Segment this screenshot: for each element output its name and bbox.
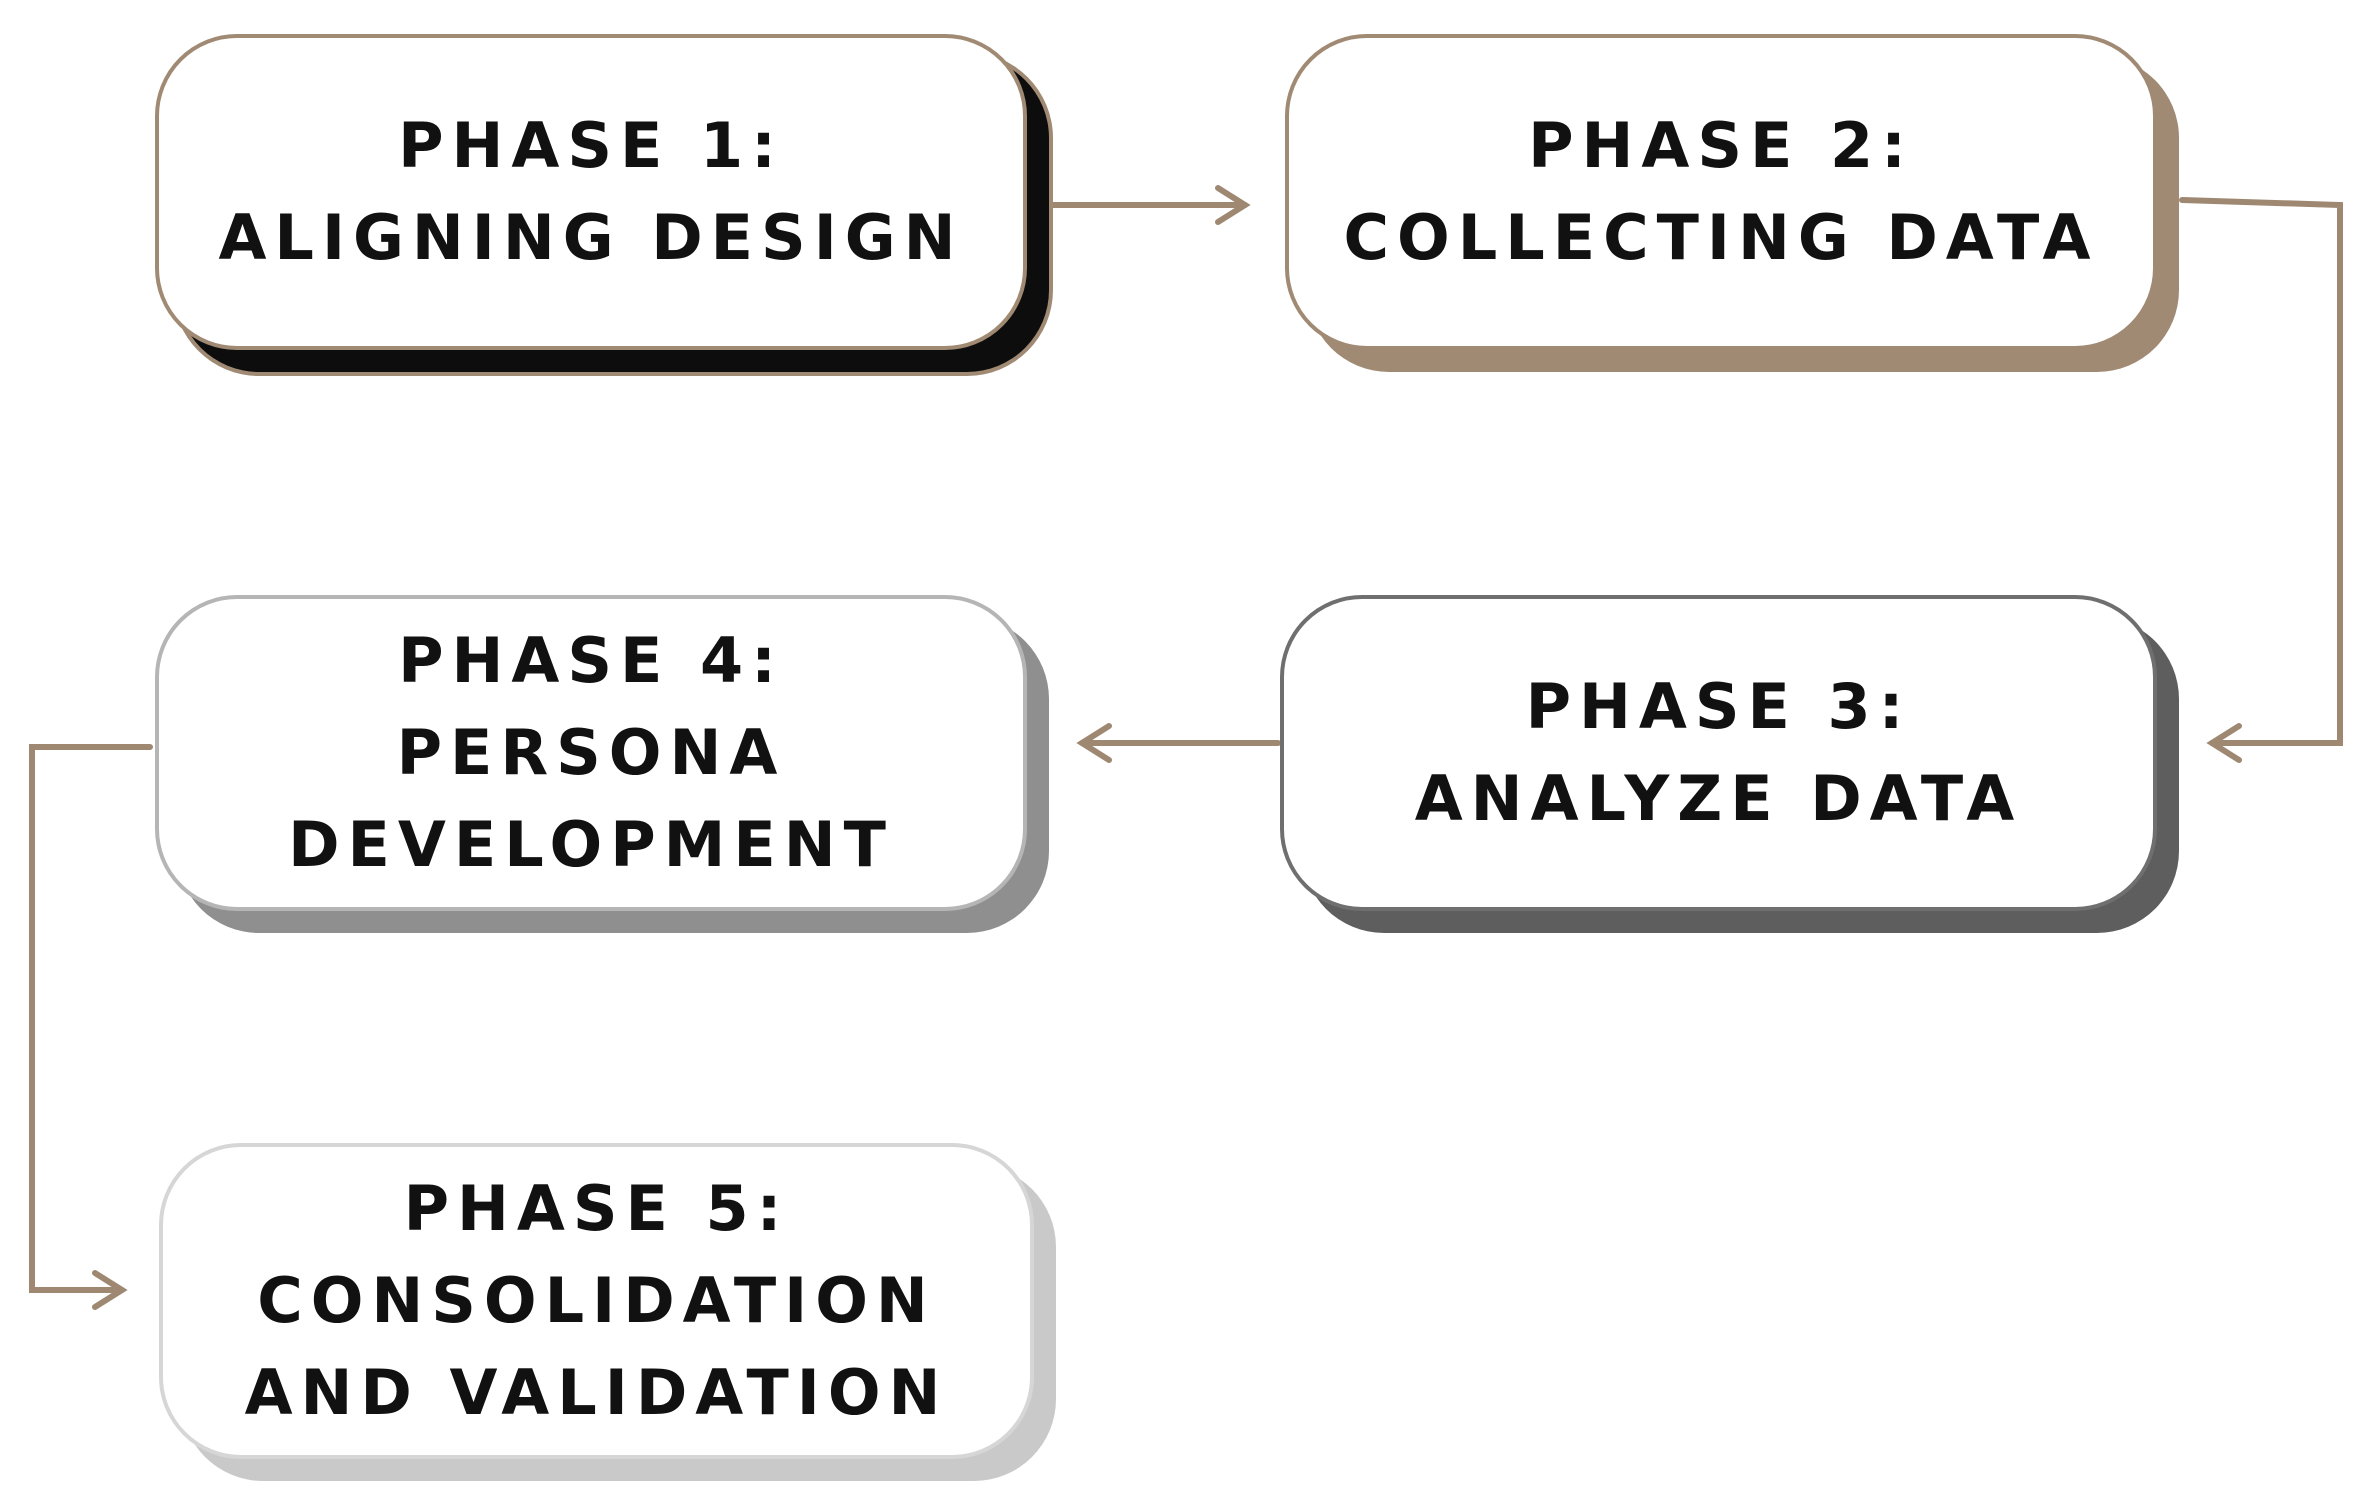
phase-2-title: COLLECTING DATA	[1343, 201, 2099, 274]
phase-3-box: PHASE 3: ANALYZE DATA	[1280, 595, 2157, 911]
phase-4-title-line-1: PERSONA	[396, 716, 786, 789]
phase-5-title-line-2: AND VALIDATION	[244, 1356, 949, 1429]
phase-4-box: PHASE 4: PERSONA DEVELOPMENT	[155, 595, 1027, 911]
phase-5-title-line-1: CONSOLIDATION	[257, 1264, 936, 1337]
phase-1-box: PHASE 1: ALIGNING DESIGN	[155, 34, 1027, 350]
connector-phase4-to-phase5	[29, 744, 153, 1310]
connector-phase1-to-phase2	[1047, 185, 1251, 225]
connector-phase2-to-phase3	[2179, 197, 2343, 763]
phase-3-title: ANALYZE DATA	[1414, 762, 2023, 835]
connector-phase3-to-phase4	[1076, 723, 1281, 763]
phase-3-heading: PHASE 3:	[1525, 670, 1912, 743]
phase-1-heading: PHASE 1:	[398, 109, 784, 182]
phase-2-box: PHASE 2: COLLECTING DATA	[1285, 34, 2157, 350]
phase-5-box: PHASE 5: CONSOLIDATION AND VALIDATION	[159, 1143, 1034, 1459]
phase-2-heading: PHASE 2:	[1528, 109, 1914, 182]
phase-4-title-line-2: DEVELOPMENT	[288, 808, 894, 881]
phase-1-title: ALIGNING DESIGN	[218, 201, 964, 274]
phase-5-heading: PHASE 5:	[403, 1172, 790, 1245]
phase-4-heading: PHASE 4:	[398, 624, 784, 697]
